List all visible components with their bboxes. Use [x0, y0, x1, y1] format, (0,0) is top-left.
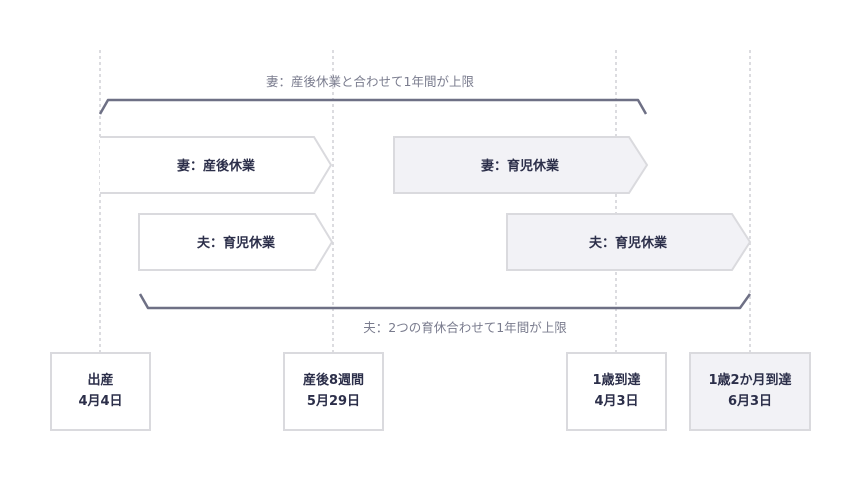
milestone-age-1y2m-date: 6月3日: [727, 393, 773, 409]
milestone-8-weeks-date: 5月29日: [306, 393, 361, 409]
milestone-birth: 出産 4月4日: [50, 352, 151, 431]
bar-label-husband-childcare-1: 夫：育児休業: [197, 235, 276, 251]
milestone-age-1: 1歳到達 4月3日: [566, 352, 667, 431]
husband-span-bracket: [138, 293, 752, 310]
milestone-8-weeks-title: 産後8週間: [302, 373, 365, 389]
milestone-8-weeks: 産後8週間 5月29日: [283, 352, 384, 431]
wife-span-caption: 妻：産後休業と合わせて1年間が上限: [266, 74, 474, 89]
bar-label-wife-maternity: 妻：産後休業: [177, 158, 256, 174]
milestone-birth-title: 出産: [87, 373, 114, 389]
husband-span-caption: 夫：2つの育休合わせて1年間が上限: [363, 320, 567, 335]
bar-label-wife-childcare: 妻：育児休業: [481, 158, 560, 174]
bar-husband-childcare-2: [506, 213, 752, 271]
bar-wife-maternity: [100, 136, 333, 194]
milestone-birth-date: 4月4日: [78, 393, 123, 409]
bar-label-husband-childcare-2: 夫：育児休業: [589, 235, 668, 251]
milestone-age-1y2m-title: 1歳2か月到達: [708, 373, 792, 389]
wife-span-bracket: [98, 98, 648, 115]
milestone-age-1-date: 4月3日: [594, 393, 639, 409]
bar-husband-childcare-1: [138, 213, 334, 271]
milestone-age-1-title: 1歳到達: [592, 373, 641, 389]
milestone-age-1y2m: 1歳2か月到達 6月3日: [689, 352, 811, 431]
bar-wife-childcare: [393, 136, 649, 194]
